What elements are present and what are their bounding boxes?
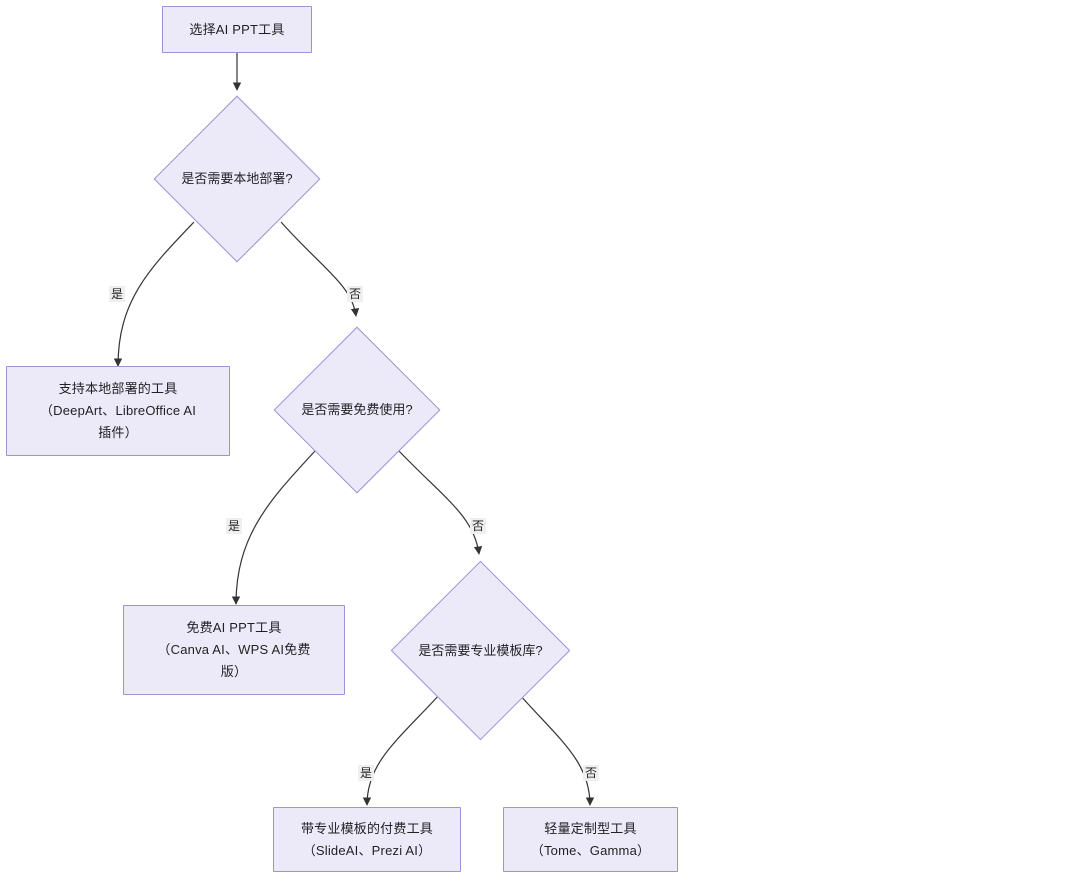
edge-label-local-question-no: 否 bbox=[347, 286, 364, 302]
node-free-ppt-tools-label: 免费AI PPT工具 （Canva AI、WPS AI免费 版） bbox=[157, 620, 311, 679]
node-local-deploy-tools-label: 支持本地部署的工具 （DeepArt、LibreOffice AI 插件） bbox=[39, 381, 197, 440]
node-local-deploy-tools[interactable]: 支持本地部署的工具 （DeepArt、LibreOffice AI 插件） bbox=[6, 366, 230, 456]
edge-local-question-yes bbox=[113, 221, 195, 367]
node-question-free-use-label: 是否需要免费使用? bbox=[301, 402, 413, 417]
edge-free-question-yes bbox=[231, 450, 316, 605]
edge-label-free-question-yes: 是 bbox=[226, 518, 243, 534]
node-question-free-use[interactable]: 是否需要免费使用? bbox=[273, 326, 441, 494]
node-question-template-library-label: 是否需要专业模板库? bbox=[418, 642, 543, 658]
node-question-template-library[interactable]: 是否需要专业模板库? bbox=[390, 560, 571, 741]
node-question-local-deploy[interactable]: 是否需要本地部署? bbox=[153, 95, 321, 263]
node-paid-template-tools-label: 带专业模板的付费工具 （SlideAI、Prezi AI） bbox=[300, 820, 433, 858]
edge-label-template-question-yes: 是 bbox=[358, 765, 375, 781]
edge-label-template-question-no: 否 bbox=[583, 765, 600, 781]
node-paid-template-tools[interactable]: 带专业模板的付费工具 （SlideAI、Prezi AI） bbox=[273, 807, 461, 872]
node-start-label: 选择AI PPT工具 bbox=[189, 21, 285, 37]
node-question-local-deploy-label: 是否需要本地部署? bbox=[181, 171, 293, 186]
edge-label-free-question-no: 否 bbox=[470, 518, 487, 534]
node-lightweight-tools-label: 轻量定制型工具 （Tome、Gamma） bbox=[530, 820, 651, 858]
edge-label-local-question-yes: 是 bbox=[109, 286, 126, 302]
node-free-ppt-tools[interactable]: 免费AI PPT工具 （Canva AI、WPS AI免费 版） bbox=[123, 605, 345, 695]
node-start[interactable]: 选择AI PPT工具 bbox=[162, 6, 312, 53]
node-lightweight-tools[interactable]: 轻量定制型工具 （Tome、Gamma） bbox=[503, 807, 678, 872]
